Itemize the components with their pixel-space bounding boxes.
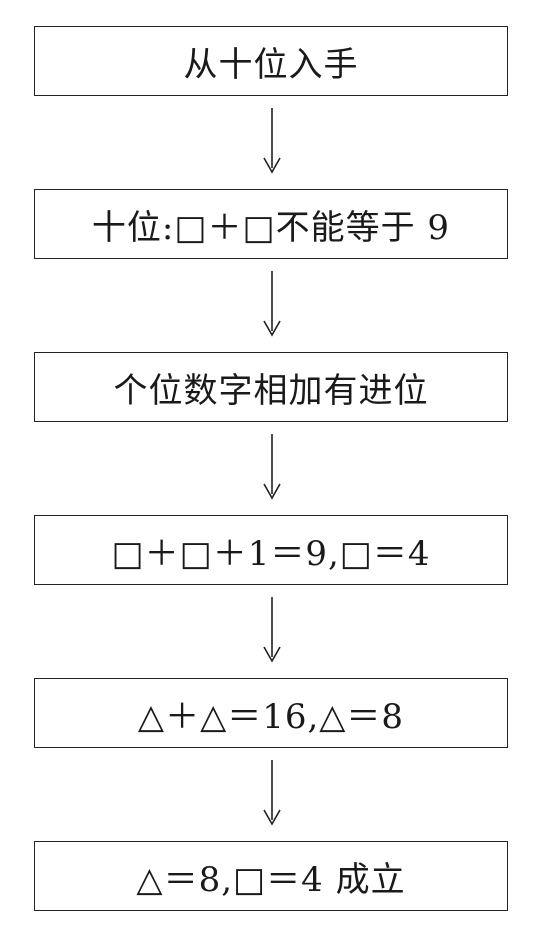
flow-step-text: 十位:□＋□不能等于 9 (91, 207, 451, 248)
down-arrow-icon (263, 434, 281, 500)
flow-step-text: □＋□＋1＝9,□＝4 (111, 533, 431, 574)
flow-step-square-equation: □＋□＋1＝9,□＝4 (34, 515, 508, 585)
flow-step-text: 个位数字相加有进位 (113, 370, 429, 411)
down-arrow-icon (263, 597, 281, 663)
flow-step-tens-condition: 十位:□＋□不能等于 9 (34, 189, 508, 259)
down-arrow-icon (263, 760, 281, 826)
flow-step-start: 从十位入手 (34, 26, 508, 96)
flow-step-text: △＝8,□＝4 成立 (136, 859, 406, 900)
flow-step-text: 从十位入手 (183, 44, 359, 85)
flow-step-conclusion: △＝8,□＝4 成立 (34, 841, 508, 911)
down-arrow-icon (263, 108, 281, 174)
down-arrow-icon (263, 271, 281, 337)
flow-step-triangle-equation: △＋△＝16,△＝8 (34, 678, 508, 748)
flow-step-text: △＋△＝16,△＝8 (137, 696, 405, 737)
flow-step-carry: 个位数字相加有进位 (34, 352, 508, 422)
